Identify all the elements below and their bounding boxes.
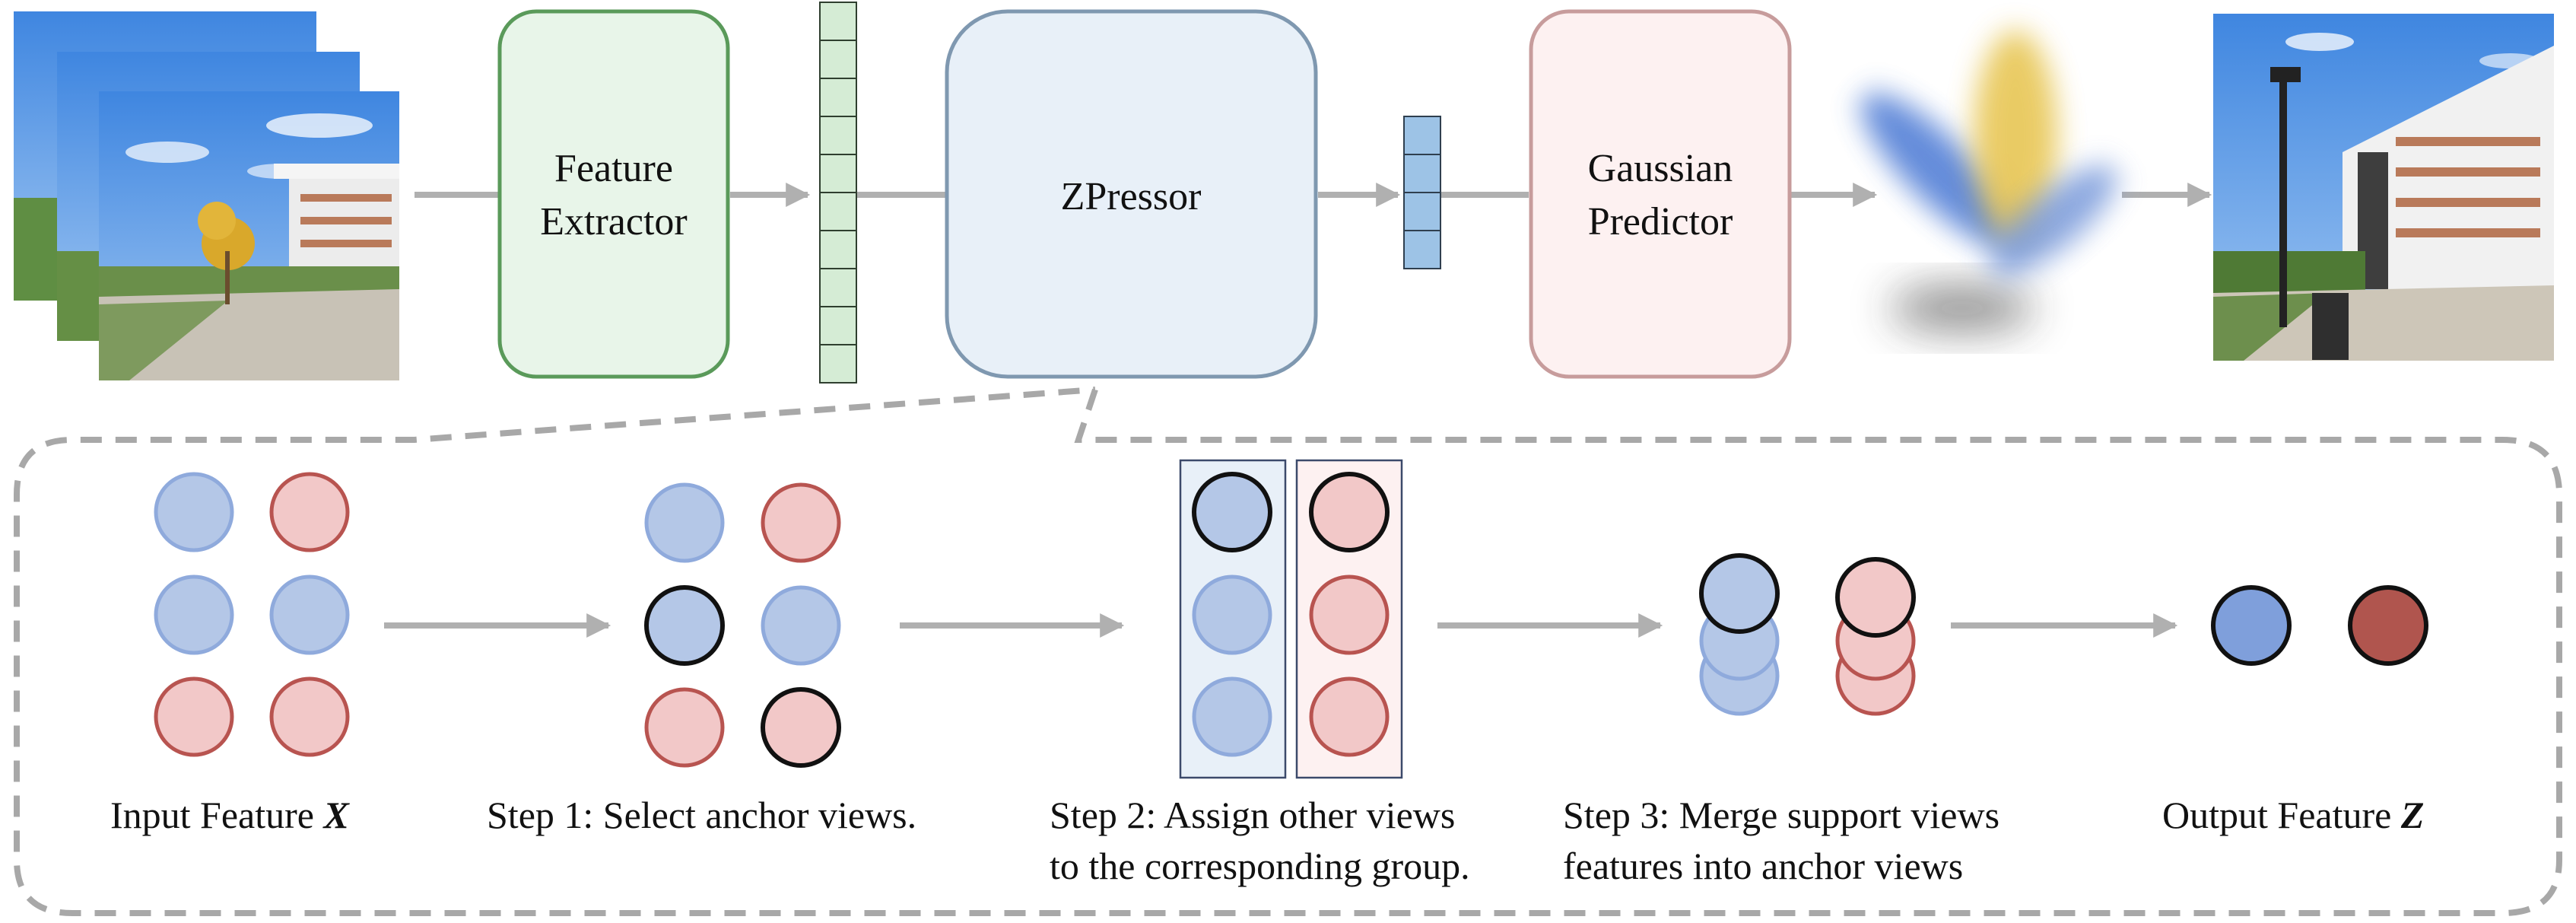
compressed-token xyxy=(1403,230,1441,269)
feature-token xyxy=(819,116,857,155)
feature-token xyxy=(819,40,857,79)
step2-label-line1: Step 2: Assign other views xyxy=(1050,794,1455,836)
feature-extractor-block: Feature Extractor xyxy=(497,9,730,379)
compressed-token xyxy=(1403,116,1441,155)
input-images xyxy=(14,11,399,380)
step3-label-line2: features into anchor views xyxy=(1563,845,1963,887)
feature-token xyxy=(819,78,857,117)
input-view-circle xyxy=(154,472,234,552)
feature-tokens xyxy=(819,2,857,384)
feature-token xyxy=(819,154,857,193)
input-view-circle xyxy=(269,472,350,552)
compressed-token xyxy=(1403,192,1441,231)
feature-token xyxy=(819,230,857,269)
zpressor-label: ZPressor xyxy=(1061,175,1202,218)
step1-view-circle xyxy=(644,687,725,768)
feature-token xyxy=(819,306,857,345)
gaussian-predictor-label-line2: Predictor xyxy=(1588,200,1733,243)
step2-support-circle xyxy=(1309,676,1390,757)
output-image xyxy=(2213,14,2554,361)
compressed-tokens xyxy=(1403,116,1441,269)
step1-view-circle xyxy=(644,482,725,563)
step1-anchor-circle xyxy=(644,585,725,666)
step3-label-line1: Step 3: Merge support views xyxy=(1563,794,1999,836)
view-feature-circles xyxy=(154,472,2428,768)
step1-view-circle xyxy=(761,482,841,563)
step3-anchor-circle xyxy=(1699,553,1780,634)
input-image-front xyxy=(99,91,399,380)
step2-label-line2: to the corresponding group. xyxy=(1050,845,1470,887)
step2-anchor-circle xyxy=(1192,472,1272,552)
step-labels: Input Feature X Step 1: Select anchor vi… xyxy=(110,794,2424,887)
input-view-circle xyxy=(269,574,350,655)
feature-token xyxy=(819,2,857,41)
step1-view-circle xyxy=(761,585,841,666)
gaussian-predictor-block: Gaussian Predictor xyxy=(1529,9,1792,379)
gaussian-predictor-label-line1: Gaussian xyxy=(1588,147,1733,190)
output-anchor-circle-red xyxy=(2348,585,2428,666)
input-view-circle xyxy=(269,676,350,757)
step2-support-circle xyxy=(1192,574,1272,655)
input-view-circle xyxy=(154,574,234,655)
feature-token xyxy=(819,192,857,231)
input-feature-label: Input Feature X xyxy=(110,794,350,836)
compressed-token xyxy=(1403,154,1441,193)
step2-support-circle xyxy=(1192,676,1272,757)
zpressor-block: ZPressor xyxy=(945,9,1318,379)
feature-token xyxy=(819,268,857,307)
gaussian-splats-icon xyxy=(1860,30,2117,331)
step2-anchor-circle xyxy=(1309,472,1390,552)
feature-extractor-label-line1: Feature xyxy=(554,147,673,190)
input-view-circle xyxy=(154,676,234,757)
feature-token xyxy=(819,344,857,384)
step3-anchor-circle xyxy=(1835,557,1916,638)
output-anchor-circle-blue xyxy=(2211,585,2292,666)
zpressor-detail-panel xyxy=(14,387,2562,916)
feature-extractor-label-line2: Extractor xyxy=(540,200,687,243)
output-feature-label: Output Feature Z xyxy=(2162,794,2424,836)
step2-support-circle xyxy=(1309,574,1390,655)
step1-anchor-circle xyxy=(761,687,841,768)
step1-label: Step 1: Select anchor views. xyxy=(487,794,916,836)
